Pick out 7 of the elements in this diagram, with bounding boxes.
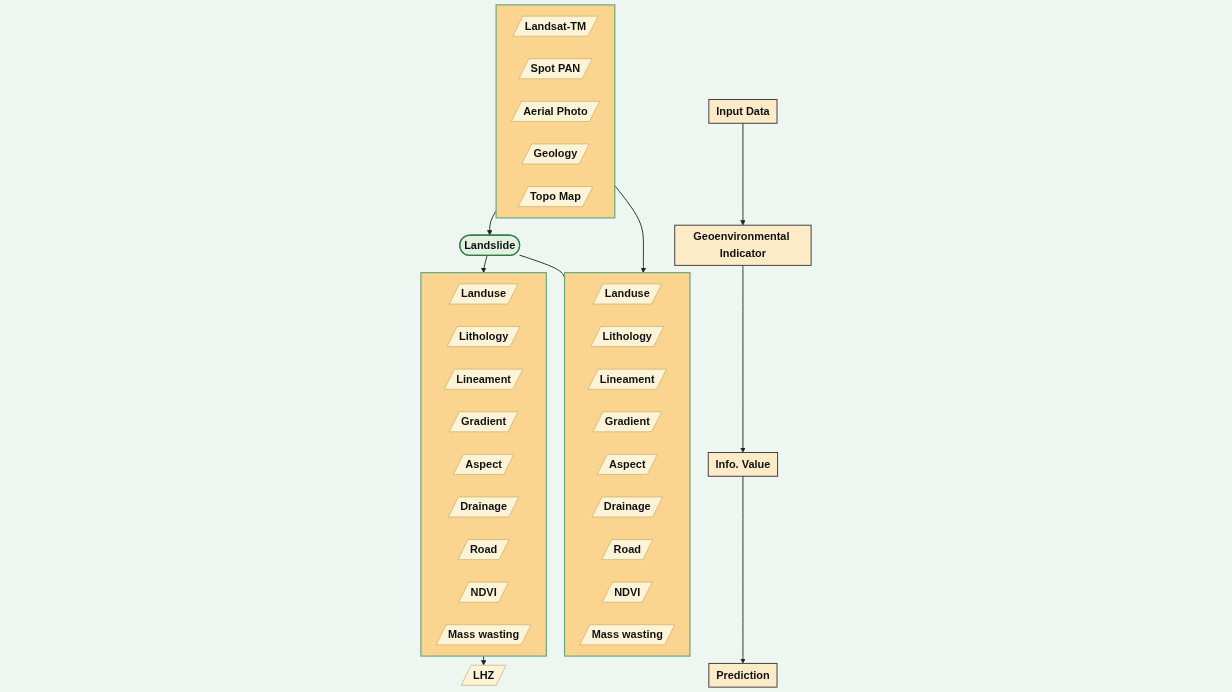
cluster: [420, 272, 547, 657]
cluster: [563, 272, 691, 657]
cluster: [495, 4, 616, 219]
node-box: Info. Value: [707, 452, 779, 477]
node-box: Geoenvironmental Indicator: [674, 224, 812, 266]
node-box: Prediction: [708, 662, 778, 688]
node-box: Input Data: [708, 99, 778, 124]
